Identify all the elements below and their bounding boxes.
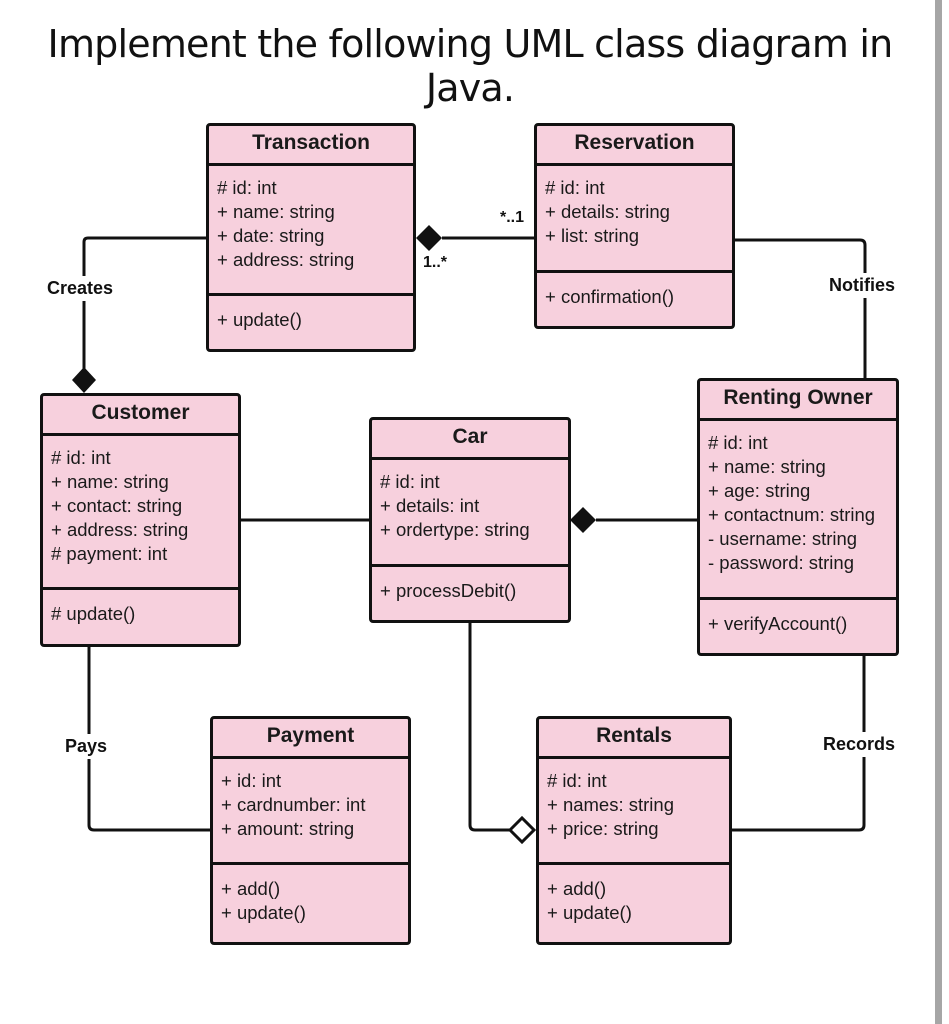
attribute: # id: int: [547, 770, 607, 791]
attribute: + details: string: [545, 201, 670, 222]
attributes-section: # id: int + name: string + contact: stri…: [43, 436, 238, 590]
attribute: + amount: string: [221, 818, 355, 839]
attribute: + address: string: [217, 249, 355, 270]
class-transaction: Transaction # id: int + name: string + d…: [206, 123, 416, 352]
class-renting-owner: Renting Owner # id: int + name: string +…: [697, 378, 899, 656]
class-name: Car: [372, 420, 568, 460]
car-rentals-connector: [468, 622, 510, 832]
multiplicity-reservation: *..1: [500, 209, 525, 226]
class-name: Customer: [43, 396, 238, 436]
records-connector: [731, 654, 866, 832]
attribute: # id: int: [217, 177, 277, 198]
class-rentals: Rentals # id: int + names: string + pric…: [536, 716, 732, 945]
attribute: + list: string: [545, 225, 640, 246]
operations-section: + confirmation(): [537, 273, 732, 315]
attribute: # id: int: [51, 447, 111, 468]
operations-section: + update(): [209, 296, 413, 338]
attribute: - username: string: [708, 528, 858, 549]
attribute: + name: string: [708, 456, 826, 477]
creates-label: Creates: [47, 276, 114, 301]
attributes-section: # id: int + name: string + date: string …: [209, 166, 413, 296]
multiplicity-transaction: 1..*: [423, 254, 448, 271]
attribute: # id: int: [545, 177, 605, 198]
class-customer: Customer # id: int + name: string + cont…: [40, 393, 241, 647]
notifies-connector: [734, 238, 867, 380]
operations-section: + processDebit(): [372, 567, 568, 609]
attribute: + name: string: [217, 201, 335, 222]
attribute: # id: int: [380, 471, 440, 492]
class-name: Transaction: [209, 126, 413, 166]
operations-section: + add() + update(): [539, 865, 729, 931]
notifies-label: Notifies: [829, 273, 896, 298]
operation: + update(): [547, 902, 632, 923]
attributes-section: # id: int + details: string + list: stri…: [537, 166, 732, 273]
attribute: + cardnumber: int: [221, 794, 366, 815]
scrollbar[interactable]: [935, 0, 942, 1024]
attribute: # id: int: [708, 432, 768, 453]
attribute: - password: string: [708, 552, 854, 573]
page-title: Implement the following UML class diagra…: [47, 22, 894, 110]
attribute: + details: int: [380, 495, 480, 516]
attribute: + ordertype: string: [380, 519, 530, 540]
composition-diamond-icon: [72, 367, 96, 393]
attributes-section: # id: int + name: string + age: string +…: [700, 421, 896, 600]
attribute: + date: string: [217, 225, 325, 246]
attributes-section: # id: int + details: int + ordertype: st…: [372, 460, 568, 567]
attribute: + names: string: [547, 794, 674, 815]
pays-connector: [87, 645, 211, 832]
operations-section: + verifyAccount(): [700, 600, 896, 642]
operation: + update(): [221, 902, 306, 923]
attribute: + price: string: [547, 818, 659, 839]
attribute: + contact: string: [51, 495, 183, 516]
attributes-section: # id: int + names: string + price: strin…: [539, 759, 729, 865]
operation: + add(): [221, 878, 281, 899]
attribute: + name: string: [51, 471, 169, 492]
operation: + add(): [547, 878, 607, 899]
class-name: Renting Owner: [700, 381, 896, 421]
operation: + processDebit(): [380, 580, 517, 601]
attribute: + age: string: [708, 480, 811, 501]
class-name: Reservation: [537, 126, 732, 166]
class-car: Car # id: int + details: int + ordertype…: [369, 417, 571, 623]
creates-connector: [82, 236, 208, 375]
class-payment: Payment + id: int + cardnumber: int + am…: [210, 716, 411, 945]
operation: + confirmation(): [545, 286, 675, 307]
class-reservation: Reservation # id: int + details: string …: [534, 123, 735, 329]
operation: + verifyAccount(): [708, 613, 848, 634]
operation: # update(): [51, 603, 136, 624]
operations-section: # update(): [43, 590, 238, 632]
pays-label: Pays: [65, 734, 108, 759]
operations-section: + add() + update(): [213, 865, 408, 931]
operation: + update(): [217, 309, 302, 330]
class-name: Rentals: [539, 719, 729, 759]
aggregation-diamond-icon: [507, 815, 537, 845]
class-name: Payment: [213, 719, 408, 759]
attribute: + address: string: [51, 519, 189, 540]
attribute: # payment: int: [51, 543, 168, 564]
composition-diamond-icon: [570, 507, 596, 533]
attribute: + id: int: [221, 770, 282, 791]
attribute: + contactnum: string: [708, 504, 876, 525]
composition-diamond-icon: [416, 225, 442, 251]
attributes-section: + id: int + cardnumber: int + amount: st…: [213, 759, 408, 865]
records-label: Records: [823, 732, 896, 757]
